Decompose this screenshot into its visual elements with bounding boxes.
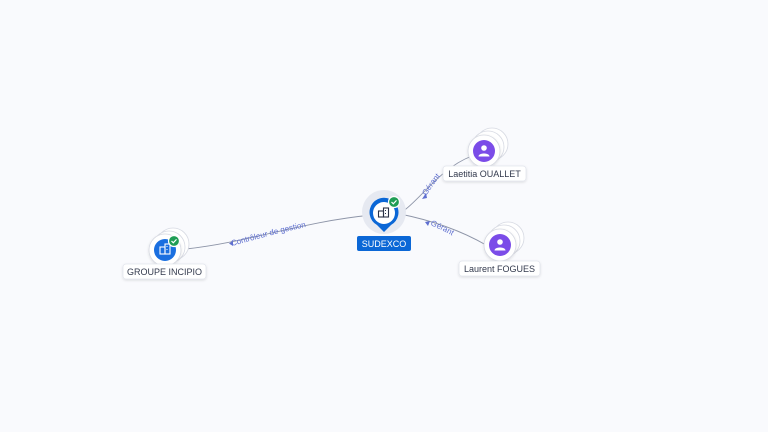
- edge-arrow-icon: [425, 221, 430, 226]
- node-groupe-incipio[interactable]: GROUPE INCIPIO: [122, 227, 207, 280]
- edge-arrow-icon: [422, 193, 427, 199]
- edge-label: Gérant: [420, 171, 442, 197]
- edge-label: Contrôleur de gestion: [230, 220, 307, 248]
- node-laurent-fogues[interactable]: Laurent FOGUES: [458, 221, 541, 277]
- edge-arrow-icon: [229, 241, 233, 246]
- edge-sudexco-laurent-fogues[interactable]: Gérant: [399, 213, 487, 246]
- edge-sudexco-laetitia-ouallet[interactable]: Gérant: [401, 155, 473, 213]
- node-label: GROUPE INCIPIO: [127, 267, 202, 277]
- person-icon: [494, 239, 506, 251]
- node-sudexco[interactable]: SUDEXCO: [357, 190, 411, 251]
- edge-label: Gérant: [429, 219, 456, 238]
- node-laetitia-ouallet[interactable]: Laetitia OUALLET: [442, 127, 527, 182]
- node-label: Laurent FOGUES: [464, 264, 535, 274]
- person-icon: [478, 145, 490, 157]
- node-label: Laetitia OUALLET: [448, 169, 521, 179]
- verified-check-icon: [387, 195, 401, 209]
- edge-sudexco-groupe-incipio[interactable]: Contrôleur de gestion: [185, 214, 373, 250]
- building-icon: [159, 243, 171, 255]
- node-label: SUDEXCO: [362, 239, 407, 249]
- verified-check-icon: [167, 234, 181, 248]
- building-icon: [377, 207, 390, 218]
